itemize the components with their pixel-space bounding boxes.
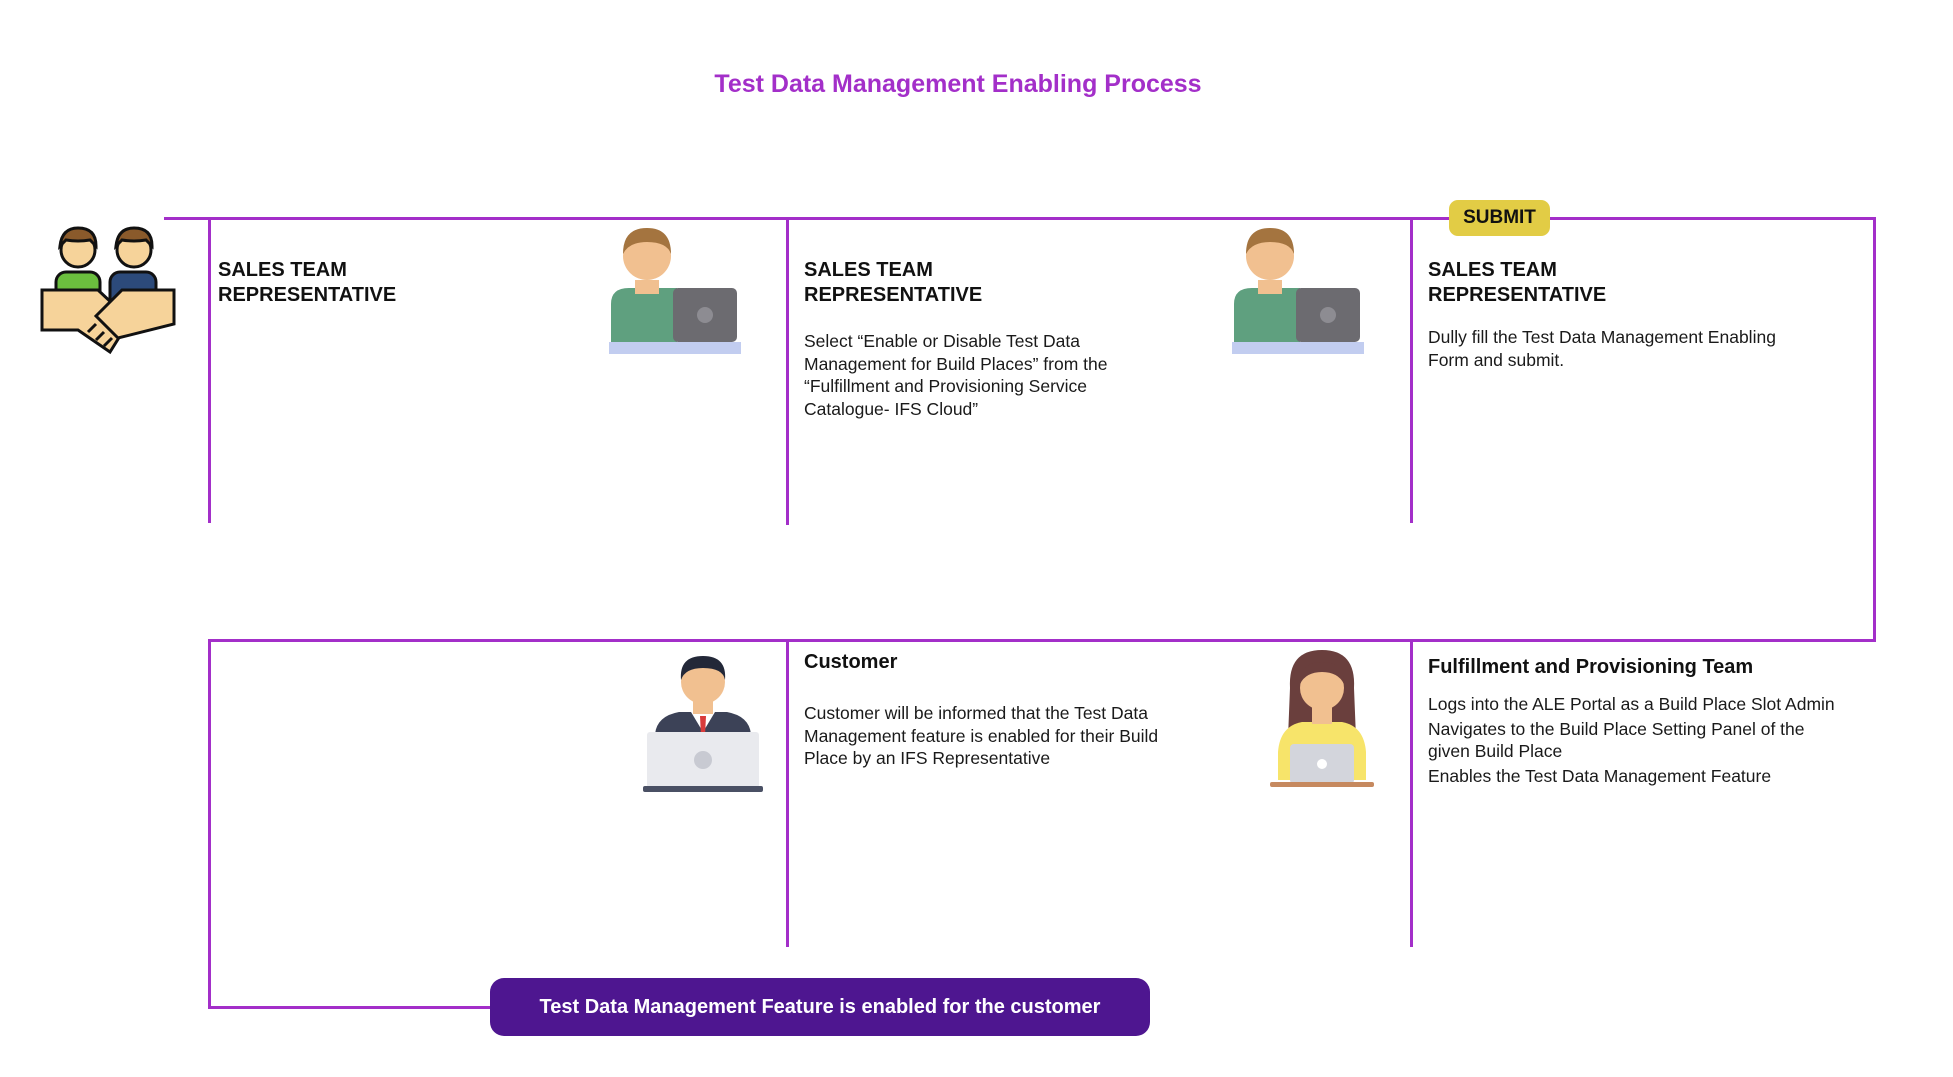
submit-badge: SUBMIT xyxy=(1449,200,1550,236)
step2-heading: SALES TEAM REPRESENTATIVE xyxy=(804,259,983,306)
divider-bottom-1 xyxy=(786,639,789,947)
step1-heading: SALES TEAM REPRESENTATIVE xyxy=(218,259,397,306)
divider-bottom-2 xyxy=(1410,639,1413,947)
divider-top-3 xyxy=(1410,217,1413,523)
divider-top-1 xyxy=(208,217,211,523)
connector-left-bottom xyxy=(208,639,211,1009)
fulfillment-heading: Fulfillment and Provisioning Team xyxy=(1428,656,1754,678)
businessman-laptop-icon xyxy=(643,656,763,792)
connector-right xyxy=(1873,217,1876,642)
woman-laptop-icon xyxy=(1270,650,1374,787)
customer-description: Customer will be informed that the Test … xyxy=(804,703,1159,768)
divider-top-2 xyxy=(786,217,789,525)
man-laptop-icon xyxy=(609,228,741,354)
result-banner: Test Data Management Feature is enabled … xyxy=(490,978,1150,1036)
connector-top xyxy=(164,217,1876,220)
page-title: Test Data Management Enabling Process xyxy=(714,70,1202,98)
connector-bottom xyxy=(208,1006,492,1009)
step3-description: Dully fill the Test Data Management Enab… xyxy=(1428,327,1776,370)
step3-heading: SALES TEAM REPRESENTATIVE xyxy=(1428,259,1607,306)
handshake-team-icon xyxy=(40,226,176,355)
man-laptop-icon xyxy=(1232,228,1364,354)
connector-middle xyxy=(208,639,1876,642)
fulfillment-description: Logs into the ALE Portal as a Build Plac… xyxy=(1428,694,1835,786)
step2-description: Select “Enable or Disable Test Data Mana… xyxy=(804,331,1108,419)
customer-heading: Customer xyxy=(804,651,898,673)
